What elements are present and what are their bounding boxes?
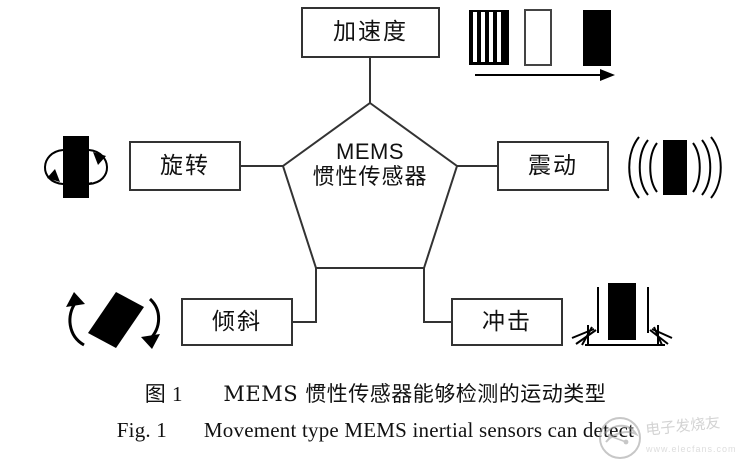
node-box-acceleration[interactable] — [301, 7, 440, 58]
linear-motion-blur-icon — [469, 9, 615, 81]
caption-english-figure-number: Fig. 1 — [116, 418, 168, 442]
diagram-canvas — [44, 7, 722, 349]
caption-chinese-figure-number: 图 1 — [144, 382, 183, 406]
vibration-waves-icon — [628, 136, 722, 199]
rotation-arrows-icon — [44, 136, 108, 198]
node-box-vibration[interactable] — [497, 141, 609, 191]
caption-english: Fig. 1 Movement type MEMS inertial senso… — [0, 418, 751, 443]
node-box-tilt[interactable] — [181, 298, 293, 346]
connector-shock — [423, 268, 452, 323]
central-pentagon — [281, 101, 459, 269]
caption-english-text: Movement type MEMS inertial sensors can … — [203, 418, 635, 442]
node-box-shock[interactable] — [451, 298, 563, 346]
caption-chinese: 图 1 MEMS 惯性传感器能够检测的运动类型 — [0, 378, 751, 408]
impact-burst-icon — [571, 283, 673, 346]
caption-chinese-text: MEMS 惯性传感器能够检测的运动类型 — [223, 382, 607, 406]
node-box-rotation[interactable] — [129, 141, 241, 191]
tilt-arrows-icon — [66, 292, 161, 349]
watermark-site-text: www.elecfans.com — [645, 444, 737, 454]
